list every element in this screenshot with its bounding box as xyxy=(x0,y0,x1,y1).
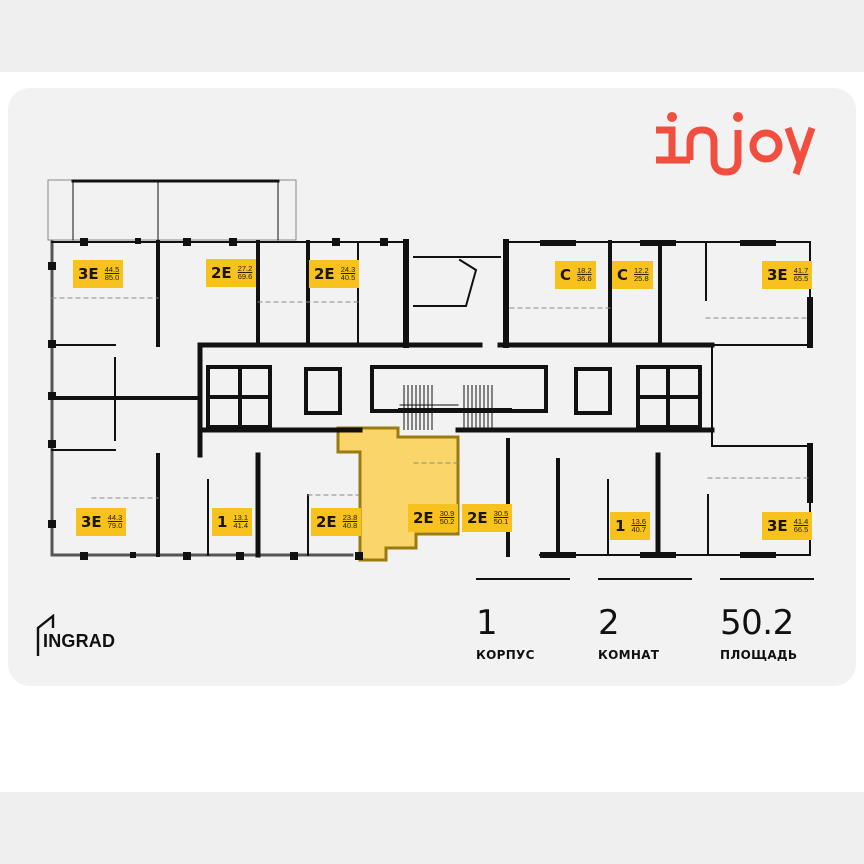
ingrad-logo-icon xyxy=(36,614,55,656)
living-area: 44.5 xyxy=(104,264,120,274)
bottom-band xyxy=(0,792,864,864)
total-area: 40.8 xyxy=(342,521,358,530)
living-area: 30.5 xyxy=(493,508,509,518)
total-area: 85.0 xyxy=(104,273,120,282)
apartment-type: С xyxy=(560,266,572,284)
stat-value: 50.2 xyxy=(720,603,794,643)
living-area: 23.8 xyxy=(342,512,358,522)
total-area: 66.5 xyxy=(793,525,809,534)
total-area: 69.6 xyxy=(237,272,253,281)
living-area: 44.3 xyxy=(107,512,123,522)
divider xyxy=(720,578,814,580)
stat-value: 1 xyxy=(476,603,498,643)
total-area: 50.2 xyxy=(439,517,455,526)
living-area: 13.6 xyxy=(631,516,647,526)
living-area: 30.9 xyxy=(439,508,455,518)
apartment-type: 2E xyxy=(413,509,434,527)
apartment-type: 3E xyxy=(78,265,99,283)
living-area: 18.2 xyxy=(577,265,592,275)
apartment-type: 2E xyxy=(316,513,337,531)
selected-apartment-area[interactable] xyxy=(336,426,460,562)
living-area: 41.7 xyxy=(793,265,809,275)
total-area: 40.7 xyxy=(631,525,647,534)
living-area: 24.3 xyxy=(340,264,356,274)
total-area: 36.6 xyxy=(577,274,592,283)
stat-building: 1 КОРПУС xyxy=(476,578,570,662)
top-band xyxy=(0,0,864,72)
divider xyxy=(598,578,692,580)
stat-value: 2 xyxy=(598,603,620,643)
living-area: 27.2 xyxy=(237,263,253,273)
total-area: 79.0 xyxy=(107,521,123,530)
apartment-type: 2E xyxy=(314,265,335,283)
total-area: 65.5 xyxy=(793,274,809,283)
injoy-logo xyxy=(656,112,816,176)
apartment-type: 1 xyxy=(217,513,228,531)
total-area: 50.1 xyxy=(493,517,509,526)
apartment-type: 3E xyxy=(81,513,102,531)
total-area: 41.4 xyxy=(233,521,249,530)
apartment-type: 2E xyxy=(211,264,232,282)
total-area: 40.5 xyxy=(340,273,356,282)
stat-label: КОМНАТ xyxy=(598,648,660,662)
apartment-type: 1 xyxy=(615,517,626,535)
stat-rooms: 2 КОМНАТ xyxy=(598,578,692,662)
developer-name: INGRAD xyxy=(43,631,116,651)
stat-label: КОРПУС xyxy=(476,648,535,662)
stat-label: ПЛОЩАДЬ xyxy=(720,648,798,662)
living-area: 12.2 xyxy=(634,265,649,275)
stat-area: 50.2 ПЛОЩАДЬ xyxy=(720,578,814,662)
living-area: 13.1 xyxy=(233,512,249,522)
apartment-type: 2E xyxy=(467,509,488,527)
total-area: 25.8 xyxy=(634,274,649,283)
living-area: 41.4 xyxy=(793,516,809,526)
apartment-type: 3E xyxy=(767,517,788,535)
apartment-type: 3E xyxy=(767,266,788,284)
apartment-type: С xyxy=(617,266,629,284)
divider xyxy=(476,578,570,580)
